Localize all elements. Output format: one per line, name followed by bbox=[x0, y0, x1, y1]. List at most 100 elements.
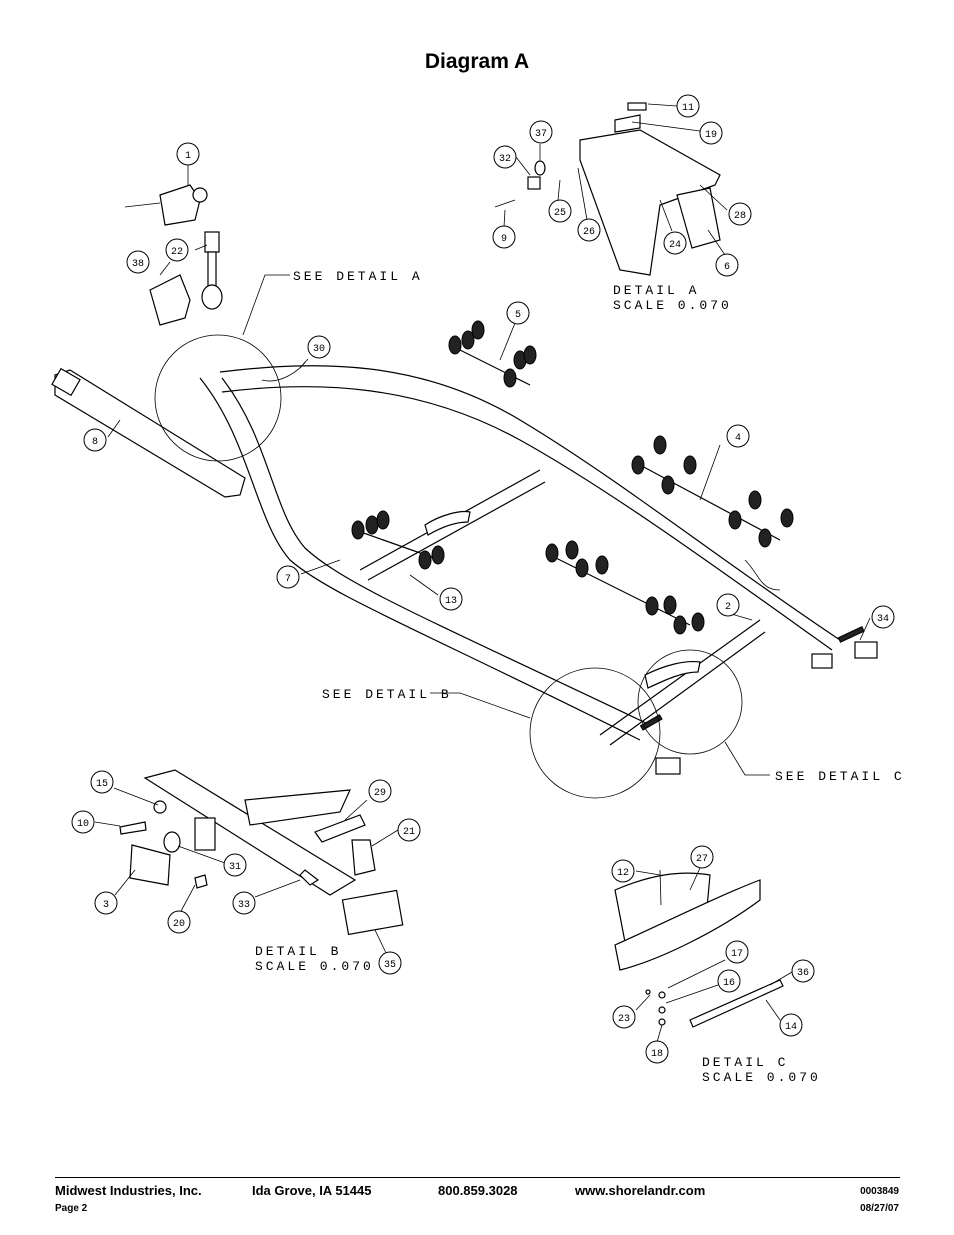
callout-35: 35 bbox=[378, 951, 402, 975]
callout-27: 27 bbox=[690, 845, 714, 869]
callout-34: 34 bbox=[871, 605, 895, 629]
svg-text:29: 29 bbox=[374, 788, 386, 799]
svg-text:4: 4 bbox=[735, 433, 741, 444]
note-see-detail-a: SEE DETAIL A bbox=[293, 269, 423, 284]
callout-19: 19 bbox=[699, 121, 723, 145]
callout-10: 10 bbox=[71, 810, 95, 834]
callout-17: 17 bbox=[725, 940, 749, 964]
svg-text:1: 1 bbox=[185, 151, 191, 162]
svg-text:27: 27 bbox=[696, 854, 708, 865]
callout-8: 8 bbox=[83, 428, 107, 452]
callout-11: 11 bbox=[676, 94, 700, 118]
svg-text:21: 21 bbox=[403, 827, 415, 838]
svg-text:35: 35 bbox=[384, 960, 396, 971]
svg-text:7: 7 bbox=[285, 574, 291, 585]
callout-15: 15 bbox=[90, 770, 114, 794]
footer-rule bbox=[55, 1177, 900, 1178]
callout-26: 26 bbox=[577, 218, 601, 242]
svg-text:33: 33 bbox=[238, 900, 250, 911]
svg-text:23: 23 bbox=[618, 1014, 630, 1025]
callout-2: 2 bbox=[716, 593, 740, 617]
callout-25: 25 bbox=[548, 199, 572, 223]
footer-page: Page 2 bbox=[55, 1203, 88, 1214]
callout-1: 1 bbox=[176, 142, 200, 166]
callout-16: 16 bbox=[717, 969, 741, 993]
callout-28: 28 bbox=[728, 202, 752, 226]
callout-20: 20 bbox=[167, 910, 191, 934]
note-detail-b: DETAIL B bbox=[255, 944, 341, 959]
callout-32: 32 bbox=[493, 145, 517, 169]
detail-b-bracket bbox=[119, 769, 404, 936]
svg-text:15: 15 bbox=[96, 779, 108, 790]
svg-text:8: 8 bbox=[92, 437, 98, 448]
note-detail-c: DETAIL C bbox=[702, 1055, 788, 1070]
note-detail-c-scale: SCALE 0.070 bbox=[702, 1070, 821, 1085]
svg-text:11: 11 bbox=[682, 103, 694, 114]
callout-37: 37 bbox=[529, 120, 553, 144]
page-title: Diagram A bbox=[424, 50, 530, 73]
svg-text:34: 34 bbox=[877, 614, 889, 625]
callout-23: 23 bbox=[612, 1005, 636, 1029]
callout-9: 9 bbox=[492, 225, 516, 249]
callout-leaders bbox=[94, 103, 871, 1043]
callout-4: 4 bbox=[726, 424, 750, 448]
callout-22: 22 bbox=[165, 238, 189, 262]
note-detail-a-scale: SCALE 0.070 bbox=[613, 298, 732, 313]
svg-text:24: 24 bbox=[669, 240, 681, 251]
svg-text:16: 16 bbox=[723, 978, 735, 989]
svg-text:32: 32 bbox=[499, 154, 511, 165]
svg-text:25: 25 bbox=[554, 208, 566, 219]
roller-assembly-left bbox=[351, 510, 445, 570]
callout-6: 6 bbox=[715, 253, 739, 277]
callout-group: 1 2 3 4 5 6 7 8 9 10 11 12 13 14 15 16 1… bbox=[71, 94, 895, 1064]
roller-assembly-right bbox=[545, 540, 705, 635]
svg-text:28: 28 bbox=[734, 211, 746, 222]
svg-text:13: 13 bbox=[445, 596, 457, 607]
roller-assembly-5 bbox=[448, 320, 537, 388]
callout-36: 36 bbox=[791, 959, 815, 983]
svg-text:18: 18 bbox=[651, 1049, 663, 1060]
winch-assembly bbox=[124, 184, 208, 226]
callout-14: 14 bbox=[779, 1013, 803, 1037]
note-detail-b-scale: SCALE 0.070 bbox=[255, 959, 374, 974]
callout-31: 31 bbox=[223, 853, 247, 877]
footer-website: www.shorelandr.com bbox=[575, 1183, 706, 1198]
callout-38: 38 bbox=[126, 250, 150, 274]
jack-assembly bbox=[201, 231, 223, 310]
detail-a-winch-stand bbox=[494, 102, 721, 276]
callout-5: 5 bbox=[506, 301, 530, 325]
footer-company: Midwest Industries, Inc. bbox=[55, 1183, 202, 1198]
svg-text:37: 37 bbox=[535, 129, 547, 140]
svg-text:20: 20 bbox=[173, 919, 185, 930]
svg-text:30: 30 bbox=[313, 344, 325, 355]
svg-text:38: 38 bbox=[132, 259, 144, 270]
callout-29: 29 bbox=[368, 779, 392, 803]
callout-13: 13 bbox=[439, 587, 463, 611]
fender-38 bbox=[149, 274, 191, 326]
footer-phone: 800.859.3028 bbox=[438, 1183, 518, 1198]
note-see-detail-b: SEE DETAIL B bbox=[322, 687, 452, 702]
footer-doc-number: 0003849 bbox=[860, 1186, 899, 1197]
callout-12: 12 bbox=[611, 859, 635, 883]
trailer-frame bbox=[51, 361, 841, 746]
svg-text:17: 17 bbox=[731, 949, 743, 960]
callout-3: 3 bbox=[94, 891, 118, 915]
svg-text:14: 14 bbox=[785, 1022, 797, 1033]
svg-text:22: 22 bbox=[171, 247, 183, 258]
svg-text:5: 5 bbox=[515, 310, 521, 321]
svg-text:10: 10 bbox=[77, 819, 89, 830]
roller-assembly-4 bbox=[631, 435, 794, 548]
svg-text:19: 19 bbox=[705, 130, 717, 141]
svg-text:3: 3 bbox=[103, 900, 109, 911]
callout-21: 21 bbox=[397, 818, 421, 842]
callout-18: 18 bbox=[645, 1040, 669, 1064]
note-detail-a: DETAIL A bbox=[613, 283, 699, 298]
footer-date: 08/27/07 bbox=[860, 1203, 899, 1214]
callout-24: 24 bbox=[663, 231, 687, 255]
callout-30: 30 bbox=[307, 335, 331, 359]
svg-text:6: 6 bbox=[724, 262, 730, 273]
note-see-detail-c: SEE DETAIL C bbox=[775, 769, 905, 784]
callout-7: 7 bbox=[276, 565, 300, 589]
svg-text:26: 26 bbox=[583, 227, 595, 238]
